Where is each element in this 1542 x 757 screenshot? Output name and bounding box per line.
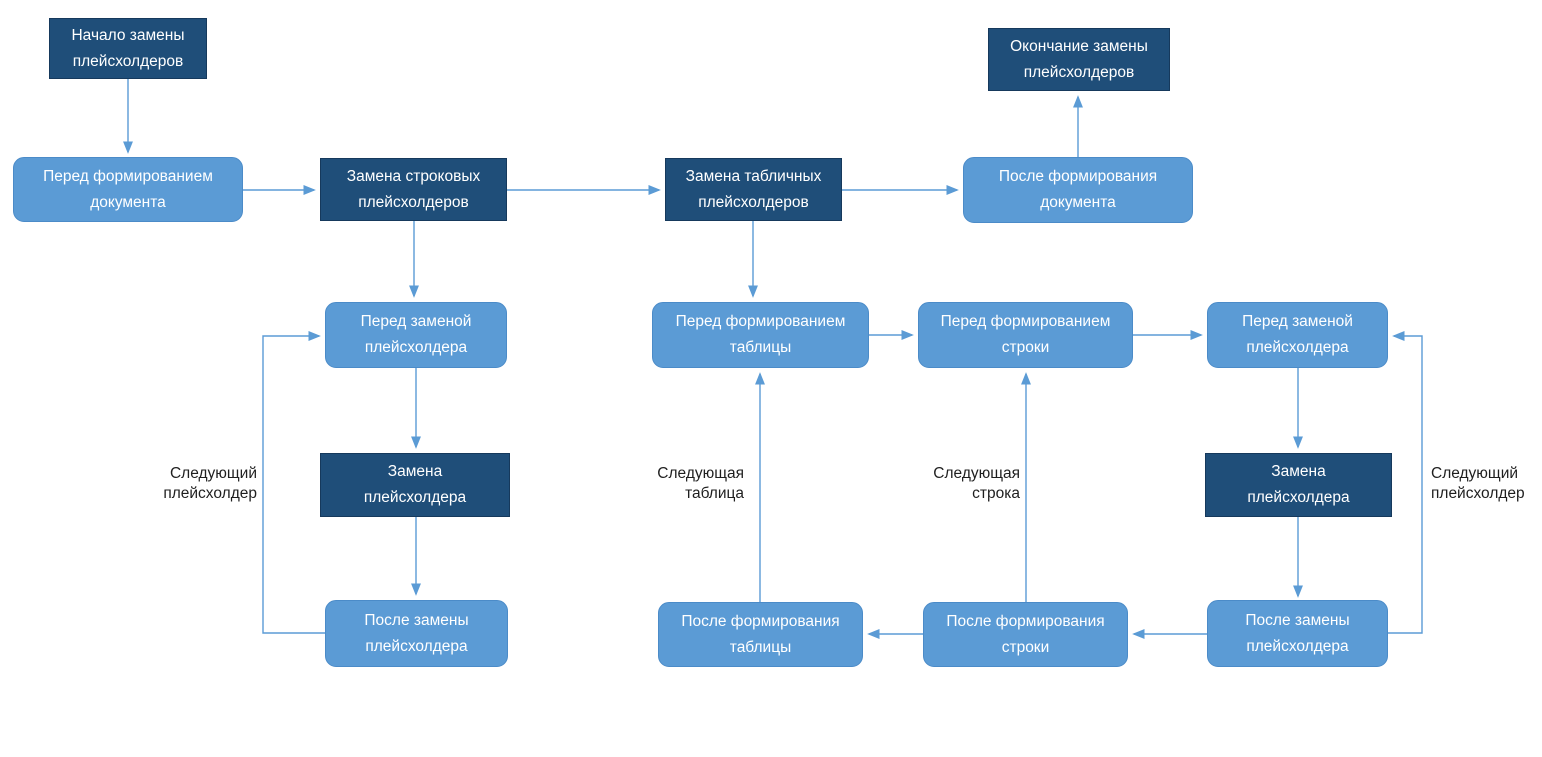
node-after-doc: После формирования документа (963, 157, 1193, 223)
node-before-row: Перед формированием строки (918, 302, 1133, 368)
node-replace-ph-left: Замена плейсхолдера (320, 453, 510, 517)
connector-loop-next-placeholder-right (1388, 330, 1423, 634)
node-replace-string: Замена строковых плейсхолдеров (320, 158, 507, 221)
edge-label-next-placeholder-right: Следующий плейсхолдер (1431, 465, 1525, 502)
connector-loop-next-placeholder-left (262, 330, 325, 634)
node-before-table: Перед формированием таблицы (652, 302, 869, 368)
node-replace-table: Замена табличных плейсхолдеров (665, 158, 842, 221)
node-after-ph-right: После замены плейсхолдера (1207, 600, 1388, 667)
node-replace-ph-right: Замена плейсхолдера (1205, 453, 1392, 517)
node-before-doc: Перед формированием документа (13, 157, 243, 222)
node-start: Начало замены плейсхолдеров (49, 18, 207, 79)
node-before-ph-left: Перед заменой плейсхолдера (325, 302, 507, 368)
edge-label-next-placeholder-left: Следующий плейсхолдер (163, 465, 257, 502)
edge-label-next-table: Следующая таблица (657, 465, 744, 502)
node-after-table: После формирования таблицы (658, 602, 863, 667)
node-before-ph-right: Перед заменой плейсхолдера (1207, 302, 1388, 368)
edge-label-next-row: Следующая строка (933, 465, 1020, 502)
node-end: Окончание замены плейсхолдеров (988, 28, 1170, 91)
node-after-ph-left: После замены плейсхолдера (325, 600, 508, 667)
node-after-row: После формирования строки (923, 602, 1128, 667)
